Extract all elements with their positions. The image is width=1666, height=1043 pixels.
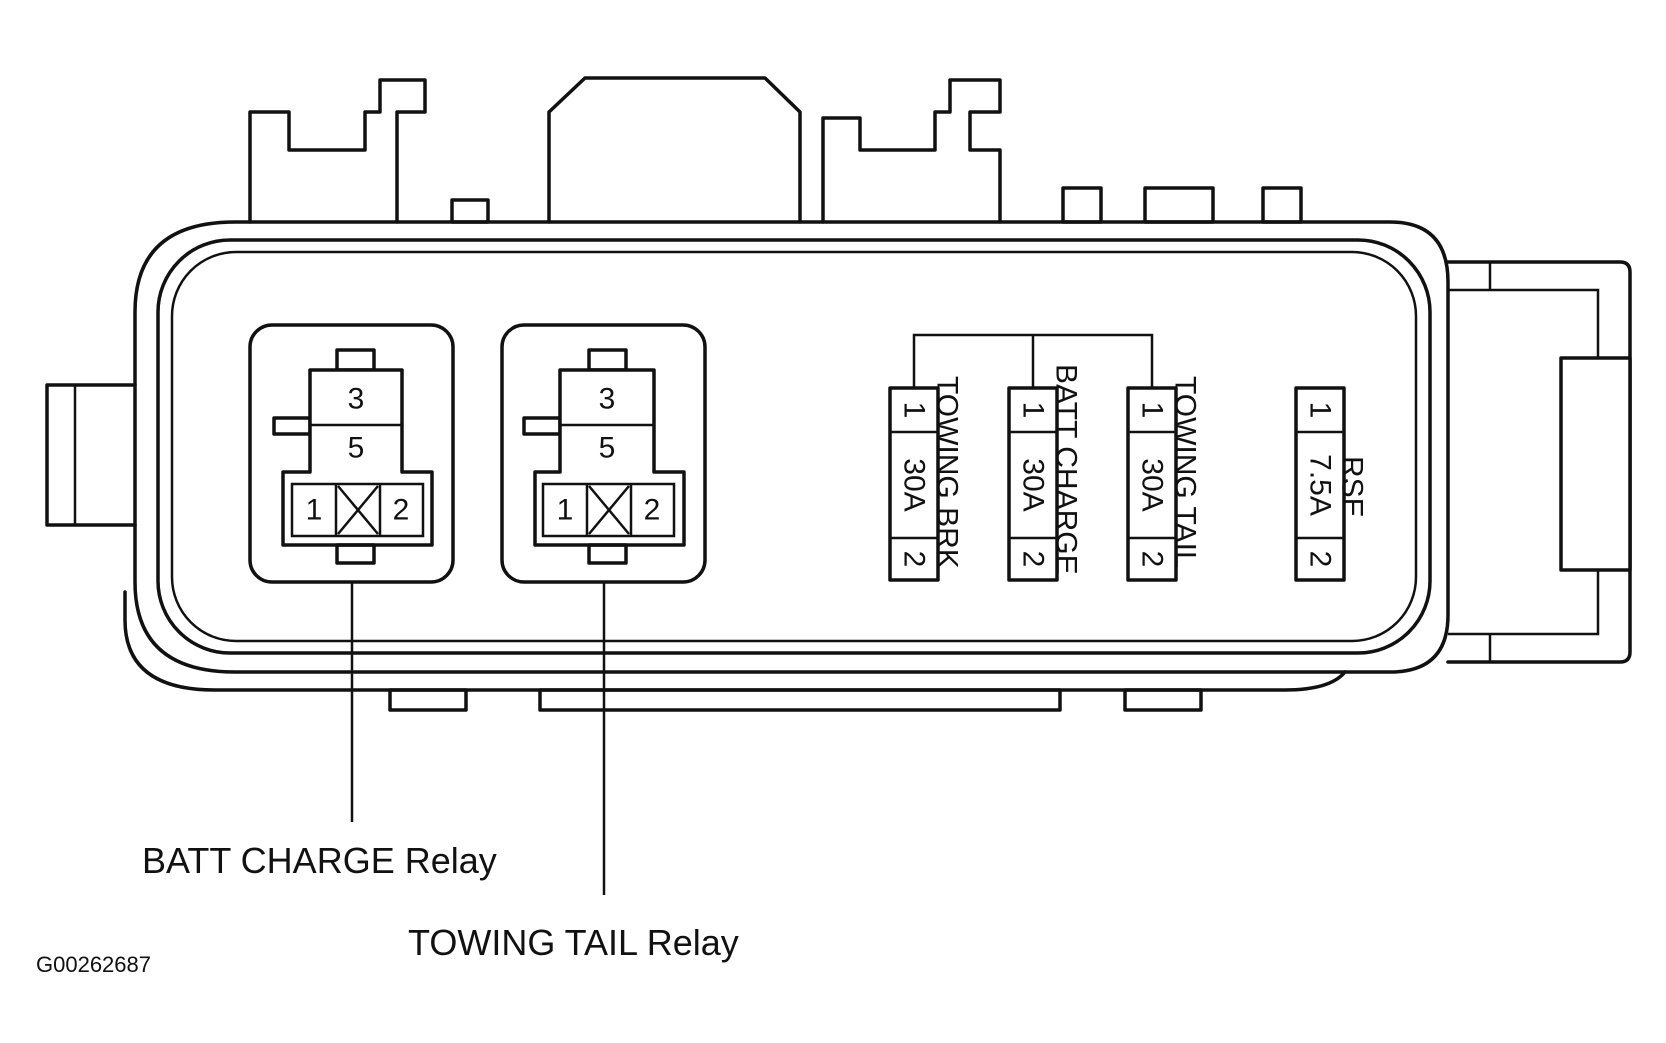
fuse1-pin-1: 1	[898, 402, 931, 419]
fuse1-name: TOWING BRK	[931, 376, 964, 569]
relay1-pin-2: 2	[393, 494, 410, 527]
fuse4-name: RSE	[1336, 456, 1369, 518]
fuse3-pin-2: 2	[1136, 551, 1169, 568]
relay2-pin-2: 2	[644, 494, 661, 527]
fuse1-pin-2: 2	[898, 551, 931, 568]
towing-tail-relay: 3 5 1 2	[500, 323, 707, 584]
relay2-pin-5: 5	[599, 432, 616, 465]
batt-charge-relay: 3 5 1 2	[248, 323, 455, 584]
batt-charge-relay-label: BATT CHARGE Relay	[142, 840, 497, 881]
relay1-pin-1: 1	[306, 494, 323, 527]
fuse4-pin-2: 2	[1304, 551, 1337, 568]
fuse1-rating: 30A	[898, 458, 931, 511]
towing-tail-relay-label: TOWING TAIL Relay	[408, 922, 739, 963]
fuse-towing-brk: 1 30A 2 TOWING BRK	[888, 376, 964, 582]
relay1-pin-3: 3	[348, 383, 365, 416]
fuse3-rating: 30A	[1136, 458, 1169, 511]
callouts: BATT CHARGE Relay TOWING TAIL Relay	[142, 582, 739, 963]
fuse-rse: 1 7.5A 2 RSE	[1294, 386, 1369, 582]
fuse2-pin-1: 1	[1017, 402, 1050, 419]
relay2-pin-3: 3	[599, 383, 616, 416]
fuse2-pin-2: 2	[1017, 551, 1050, 568]
fuse2-name: BATT CHARGE	[1050, 364, 1083, 575]
relay2-pin-1: 1	[557, 494, 574, 527]
fuse3-name: TOWING TAIL	[1169, 376, 1202, 568]
fuse-towing-tail: 1 30A 2 TOWING TAIL	[1126, 376, 1202, 582]
fuse2-rating: 30A	[1017, 458, 1050, 511]
figure-code: G00262687	[36, 952, 151, 977]
fuse3-pin-1: 1	[1136, 402, 1169, 419]
housing	[45, 76, 1632, 712]
fuse4-pin-1: 1	[1304, 402, 1337, 419]
fuse4-rating: 7.5A	[1304, 454, 1337, 516]
fuse-batt-charge: 1 30A 2 BATT CHARGE	[1007, 364, 1083, 582]
relay1-pin-5: 5	[348, 432, 365, 465]
